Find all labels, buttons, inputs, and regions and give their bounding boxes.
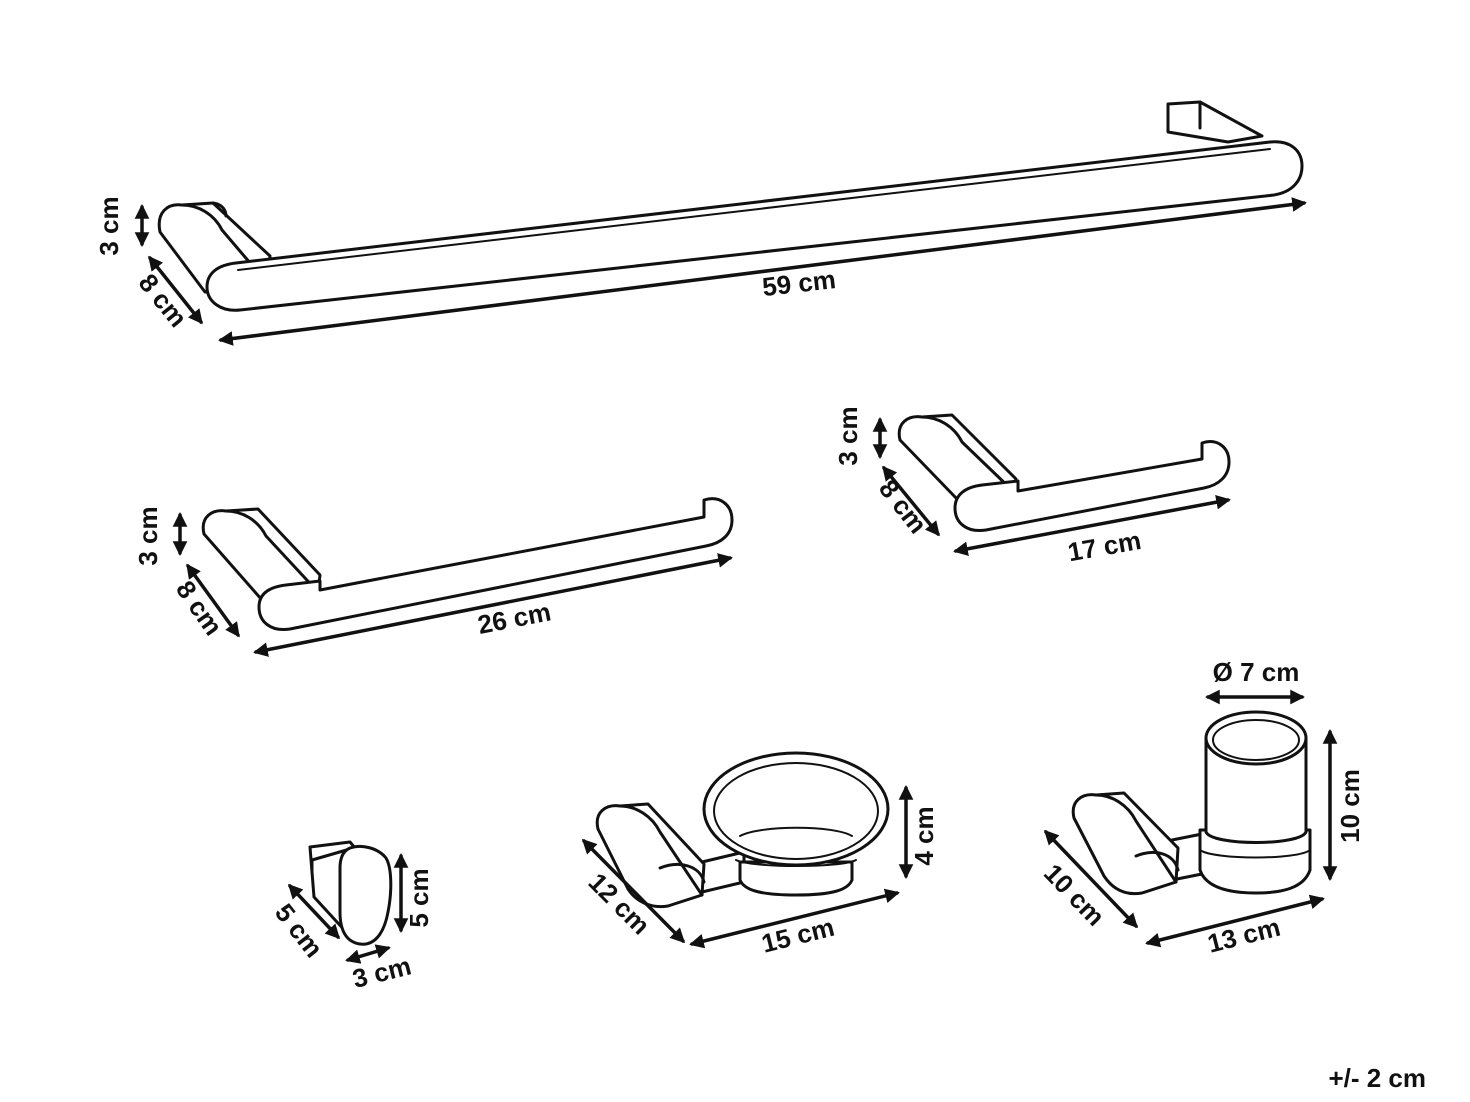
towel-bar-short: 17 cm 3 cm 8 cm bbox=[833, 406, 1231, 567]
towel-bar-short-length-label: 17 cm bbox=[1066, 525, 1144, 567]
towel-bar-long-height-label: 3 cm bbox=[94, 196, 124, 255]
tumbler-holder: Ø 7 cm 10 cm 10 cm 13 cm bbox=[1038, 657, 1365, 959]
towel-bar-short-depth-label: 8 cm bbox=[873, 474, 933, 539]
tumbler-holder-diameter-label: Ø 7 cm bbox=[1213, 657, 1300, 687]
towel-bar-long: 59 cm 3 cm 8 cm bbox=[94, 100, 1307, 346]
towel-bar-short-height-label: 3 cm bbox=[833, 406, 863, 465]
soap-dish-width-label: 15 cm bbox=[758, 912, 837, 959]
towel-bar-medium: 26 cm 3 cm 8 cm bbox=[133, 497, 734, 657]
soap-dish: 12 cm 15 cm 4 cm bbox=[581, 751, 939, 959]
tumbler-holder-width-label: 13 cm bbox=[1204, 912, 1283, 959]
soap-dish-height-label: 4 cm bbox=[909, 806, 939, 865]
robe-hook-height-label: 5 cm bbox=[404, 868, 434, 927]
tolerance-note: +/- 2 cm bbox=[1328, 1063, 1426, 1093]
tumbler-holder-height-label: 10 cm bbox=[1335, 769, 1365, 843]
towel-bar-medium-height-label: 3 cm bbox=[133, 506, 163, 565]
robe-hook: 5 cm 5 cm 3 cm bbox=[269, 840, 434, 994]
towel-bar-medium-length-label: 26 cm bbox=[475, 596, 553, 640]
robe-hook-depth-label: 5 cm bbox=[269, 898, 329, 963]
